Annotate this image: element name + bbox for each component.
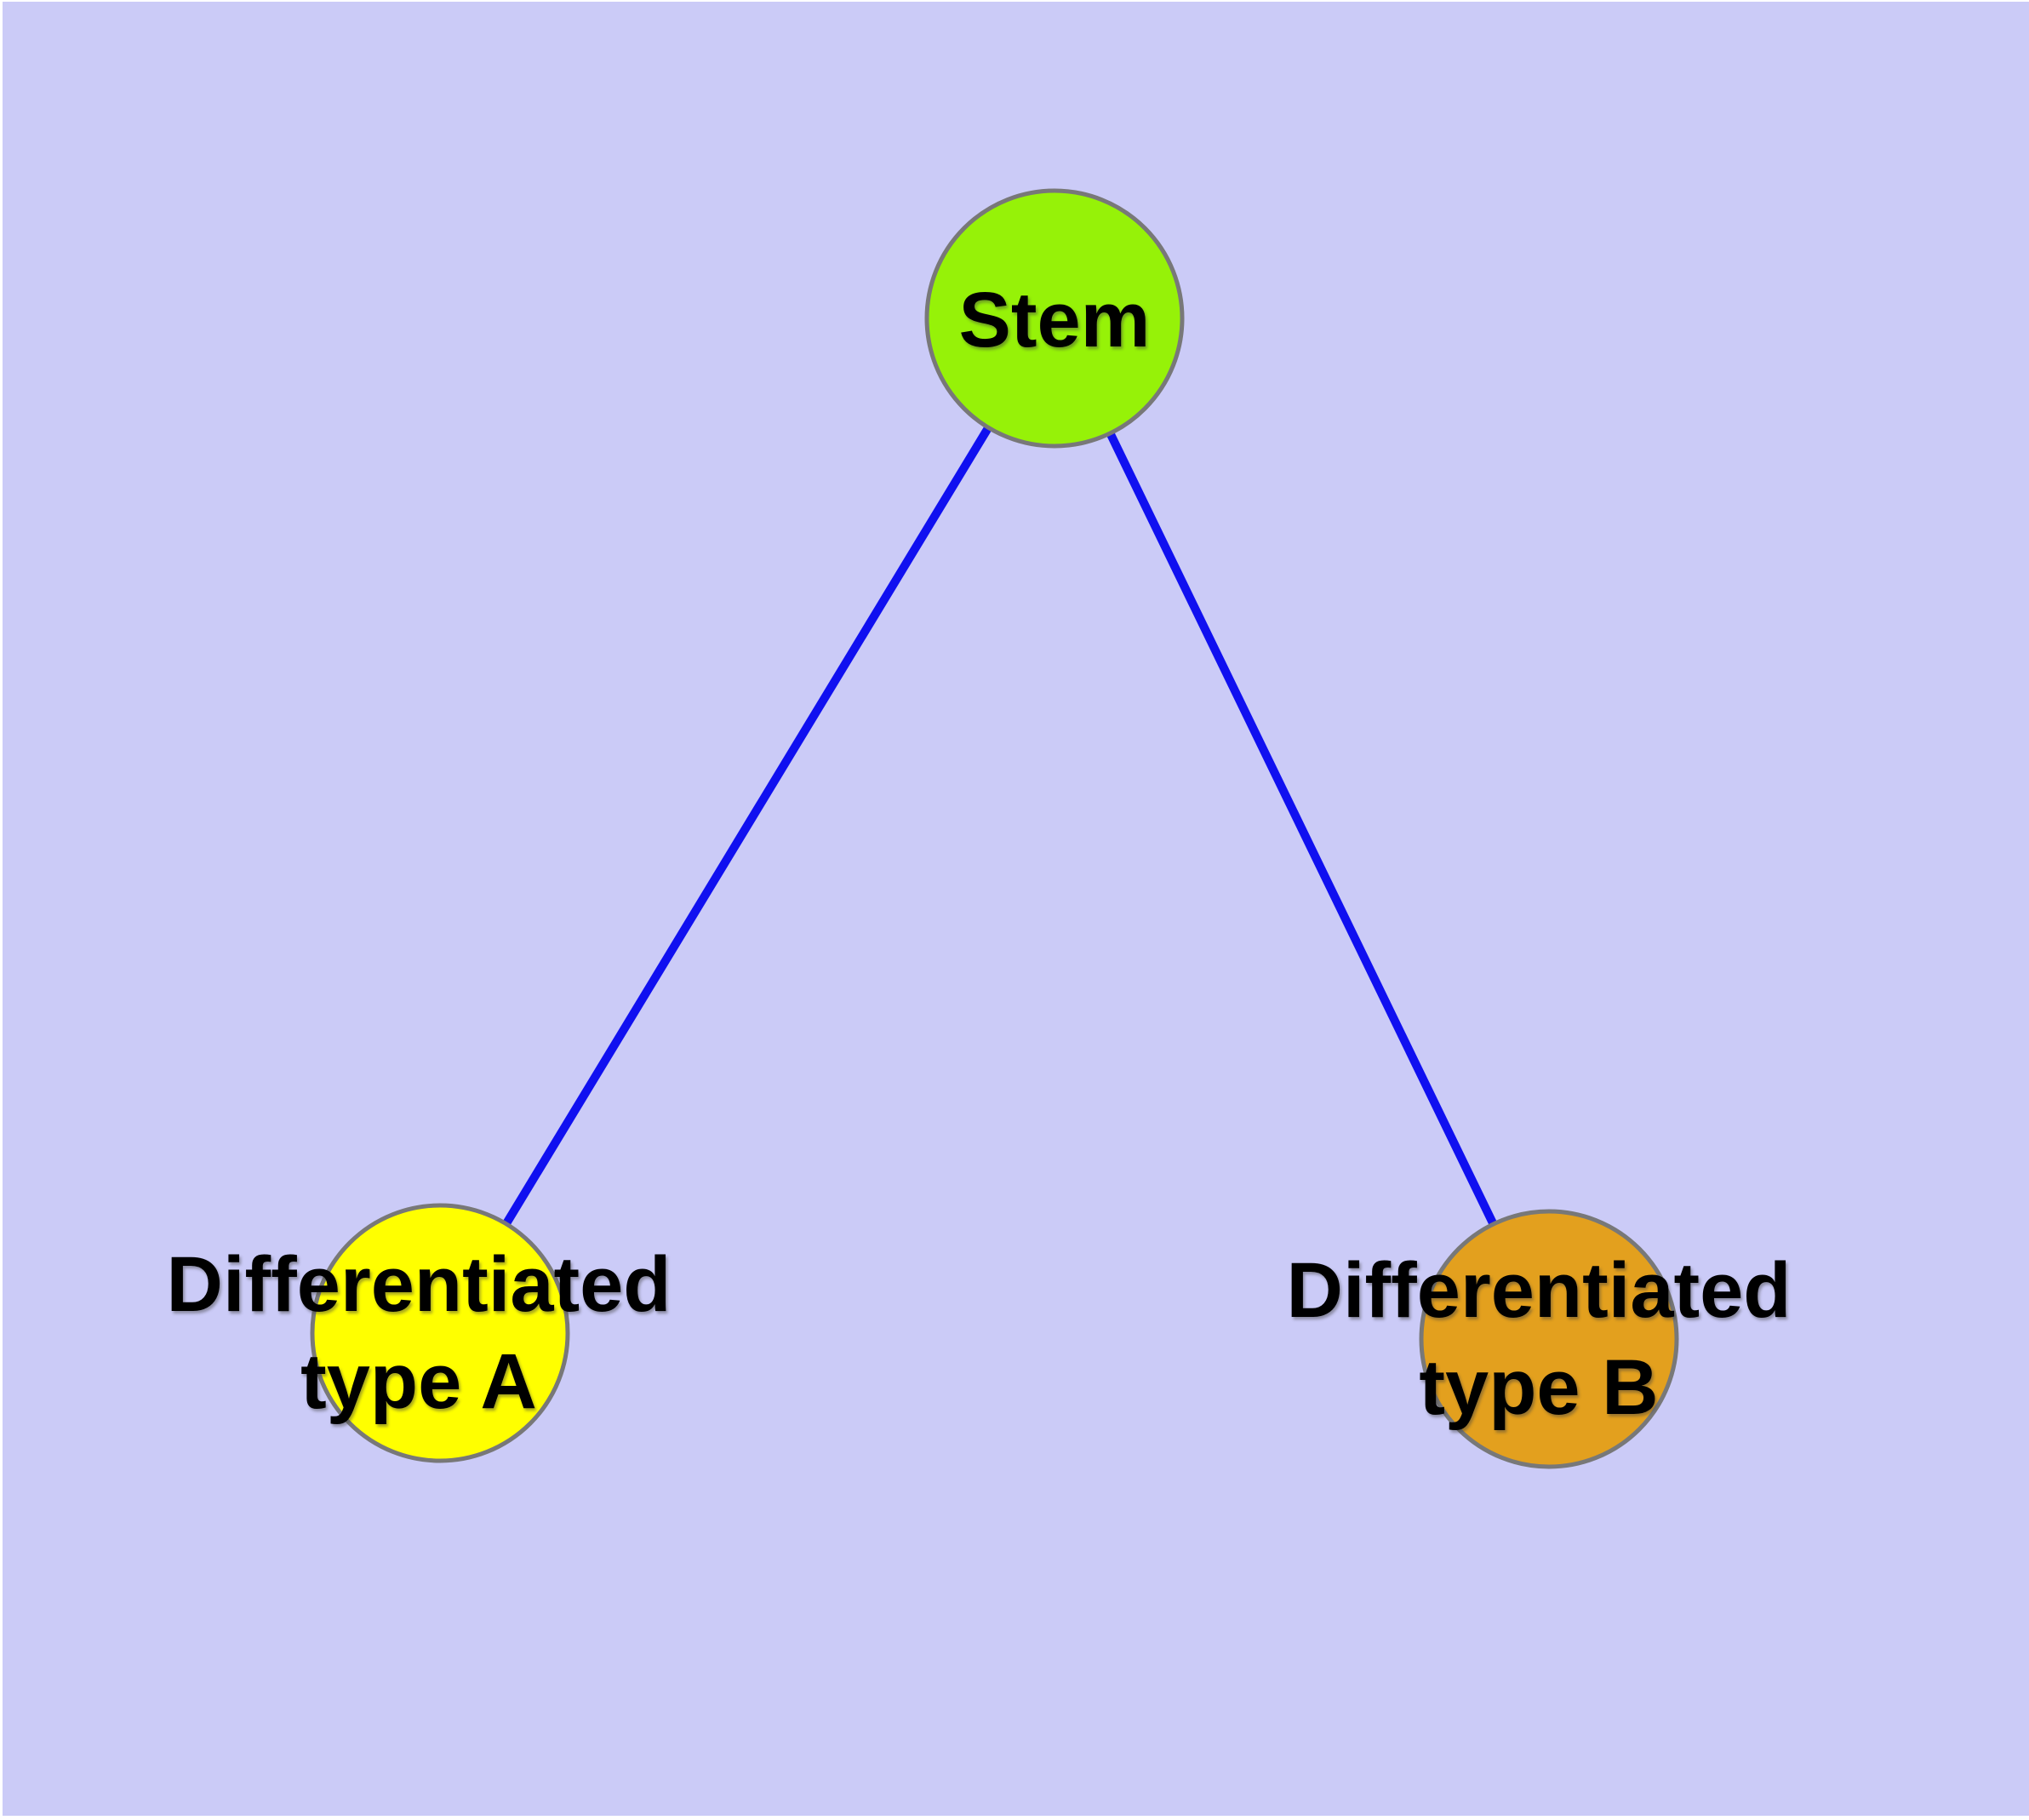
node-differentiated-type-b: Differentiated type B bbox=[1287, 1209, 1792, 1469]
node-stem-label: Stem bbox=[959, 277, 1151, 363]
edge-stem-to-type-a bbox=[436, 316, 1059, 1336]
node-type-b-label-line2: type B bbox=[1419, 1344, 1658, 1431]
node-type-a-label-line2: type A bbox=[300, 1338, 537, 1425]
node-type-b-circle bbox=[1419, 1209, 1679, 1469]
edge-stem-to-type-b bbox=[1050, 316, 1553, 1342]
edges bbox=[436, 316, 1553, 1342]
node-type-a-label-line1: Differentiated bbox=[167, 1241, 672, 1328]
node-stem-circle bbox=[924, 188, 1185, 449]
node-type-a-circle bbox=[310, 1203, 570, 1463]
node-stem: Stem bbox=[924, 188, 1185, 449]
node-type-b-label-line1: Differentiated bbox=[1287, 1247, 1792, 1334]
node-differentiated-type-a: Differentiated type A bbox=[167, 1203, 672, 1463]
